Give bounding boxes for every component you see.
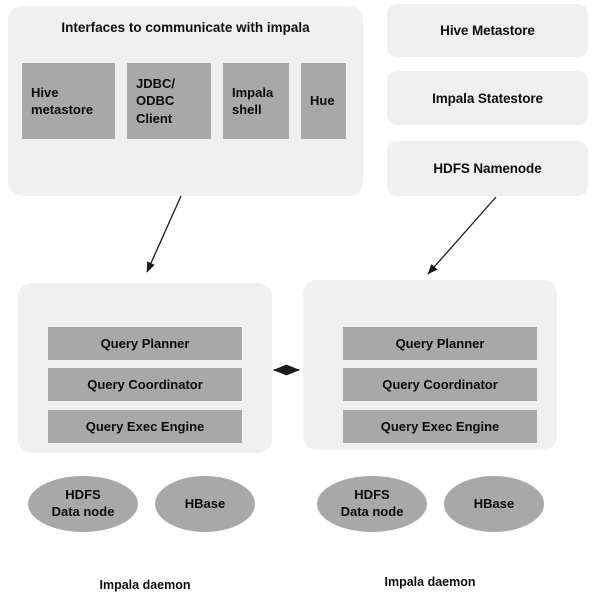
- service-impala-statestore[interactable]: Impala Statestore: [387, 71, 588, 125]
- right-hbase[interactable]: HBase: [444, 476, 544, 532]
- client-box-impala-shell[interactable]: Impala shell: [223, 63, 289, 139]
- service-hive-metastore[interactable]: Hive Metastore: [387, 4, 588, 57]
- client-box-hive-metastore[interactable]: Hive metastore: [22, 63, 115, 139]
- client-box-impala-shell-label: Impala shell: [232, 84, 274, 117]
- client-box-jdbc-odbc-client[interactable]: JDBC/ ODBC Client: [127, 63, 211, 139]
- right-query-coordinator-label: Query Coordinator: [382, 377, 498, 392]
- service-hdfs-namenode-label: HDFS Namenode: [433, 161, 542, 176]
- left-hbase[interactable]: HBase: [155, 476, 255, 532]
- right-query-coordinator[interactable]: Query Coordinator: [343, 368, 537, 401]
- left-hdfs-data-node-label: HDFS Data node: [51, 487, 115, 519]
- interfaces-panel-title: Interfaces to communicate with impala: [61, 20, 310, 35]
- impala-daemon-right-title: Impala daemon: [384, 575, 476, 589]
- left-hdfs-data-node[interactable]: HDFS Data node: [28, 476, 138, 532]
- left-query-coordinator-label: Query Coordinator: [87, 377, 203, 392]
- left-query-planner-label: Query Planner: [100, 336, 190, 351]
- arrow-services-to-right-daemon: [427, 196, 497, 275]
- client-box-jdbc-odbc-client-label: JDBC/ ODBC Client: [136, 76, 176, 126]
- left-hbase-label: HBase: [184, 495, 226, 511]
- right-query-planner-label: Query Planner: [395, 336, 485, 351]
- client-box-hive-metastore-label: Hive metastore: [31, 84, 94, 117]
- right-hdfs-data-node-label: HDFS Data node: [340, 487, 404, 519]
- arrow-interfaces-to-left-daemon: [146, 195, 182, 273]
- left-query-exec-engine-label: Query Exec Engine: [85, 419, 205, 434]
- client-box-hue-label: Hue: [310, 93, 335, 109]
- right-hdfs-data-node[interactable]: HDFS Data node: [317, 476, 427, 532]
- right-hbase-label: HBase: [473, 495, 515, 511]
- impala-daemon-left-title: Impala daemon: [99, 578, 191, 592]
- diagram-canvas: Interfaces to communicate with impala Hi…: [8, 4, 588, 592]
- left-query-planner[interactable]: Query Planner: [48, 327, 242, 360]
- client-box-hue[interactable]: Hue: [301, 63, 346, 139]
- left-query-coordinator[interactable]: Query Coordinator: [48, 368, 242, 401]
- right-query-planner[interactable]: Query Planner: [343, 327, 537, 360]
- service-hdfs-namenode[interactable]: HDFS Namenode: [387, 141, 588, 196]
- service-hive-metastore-label: Hive Metastore: [440, 23, 535, 38]
- service-impala-statestore-label: Impala Statestore: [432, 90, 543, 106]
- left-query-exec-engine[interactable]: Query Exec Engine: [48, 410, 242, 443]
- right-query-exec-engine-label: Query Exec Engine: [380, 419, 500, 434]
- right-query-exec-engine[interactable]: Query Exec Engine: [343, 410, 537, 443]
